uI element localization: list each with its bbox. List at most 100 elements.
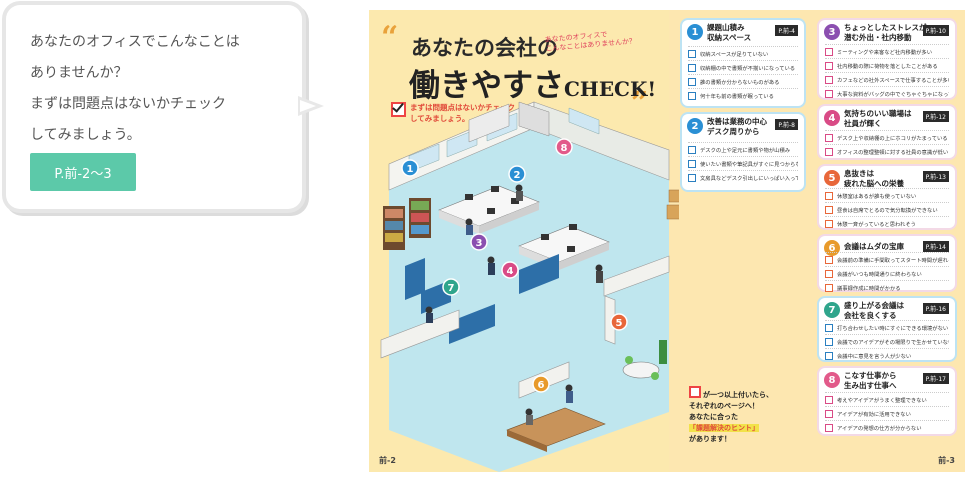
note-highlight: 「課題解決のヒント」 [689, 424, 759, 432]
checkbox-icon[interactable] [688, 173, 696, 182]
checkbox-icon[interactable] [825, 147, 833, 156]
card-4-item[interactable]: オフィスの整理整頓に対する社員の意識が低い [825, 144, 949, 158]
svg-text:4: 4 [507, 266, 514, 277]
card-3-head-2: 潜む外出・社内移動 [844, 33, 912, 42]
checkbox-icon[interactable] [688, 145, 696, 154]
card-6-item[interactable]: 会議前の準備に手間取ってスタート時間が遅れる [825, 252, 949, 266]
card-5-item[interactable]: 休憩室はあるが誰も使っていない [825, 188, 949, 202]
check-card-5: 5 息抜きは疲れた脳への栄養 P.前-13 休憩室はあるが誰も使っていない 昼食… [819, 166, 955, 228]
checkbox-icon[interactable] [825, 337, 833, 346]
check-callout: まずは問題点はないかチェック してみましょう。 [391, 102, 515, 124]
card-6-item[interactable]: 議事録作成に時間がかかる [825, 280, 949, 294]
checkbox-checked-icon [689, 386, 701, 398]
checkbox-icon[interactable] [825, 423, 833, 432]
checkbox-icon[interactable] [825, 255, 833, 264]
card-7-page-ref[interactable]: P.前-16 [922, 303, 949, 314]
checkbox-icon[interactable] [825, 133, 833, 142]
card-3-head-1: ちょっとしたストレスが [844, 23, 927, 32]
bubble-line-1: あなたのオフィスでこんなことは [30, 34, 240, 50]
card-5-item[interactable]: 休憩一斉がっていると思われそう [825, 216, 949, 230]
checkbox-icon[interactable] [825, 205, 833, 214]
bubble-text: あなたのオフィスでこんなことは ありませんか？ まずは問題点はないかチェック し… [30, 27, 290, 151]
checkbox-icon[interactable] [825, 269, 833, 278]
card-8-item[interactable]: アイデアが有効に活用できない [825, 406, 949, 420]
check-card-2: 2 改善は業務の中心デスク周りから P.前-8 デスクの上や足元に書類や物が山積… [682, 114, 804, 190]
card-3-item[interactable]: カフェなどの社外スペースで仕事することが多い [825, 72, 949, 86]
spread-title-line1: あなたの会社の [411, 35, 558, 60]
checkbox-icon[interactable] [825, 323, 833, 332]
checkbox-icon[interactable] [825, 61, 833, 70]
page-link-button[interactable]: P.前-2〜3 [30, 153, 136, 191]
card-8-page-ref[interactable]: P.前-17 [922, 373, 949, 384]
card-4-item[interactable]: デスク上や収納棚の上にホコリがたまっている [825, 130, 949, 144]
card-3-item[interactable]: ミーティングや来客など社内移動が多い [825, 44, 949, 58]
card-2-item[interactable]: デスクの上や足元に書類や物が山積み [688, 142, 798, 156]
marker-4: 4 [501, 261, 519, 279]
open-quote-icon: “ [381, 20, 399, 55]
checkbox-checked-icon [391, 102, 406, 117]
note-line4: があります！ [689, 435, 731, 443]
svg-text:7: 7 [448, 283, 455, 294]
close-quote-icon: ” [631, 86, 649, 121]
card-2-item[interactable]: 文房具などデスク引出しにいっぱい入っている [688, 170, 798, 184]
card-5-number: 5 [824, 170, 840, 186]
card-1-item[interactable]: 何十年も前の書類が眠っている [688, 88, 798, 102]
card-2-page-ref[interactable]: P.前-8 [775, 119, 798, 130]
check-card-1: 1 課題山積み収納スペース P.前-4 収納スペースが足りていない 収納棚の中で… [682, 20, 804, 106]
bubble-line-2: ありませんか？ [30, 65, 128, 81]
note-line2: それぞれのページへ！ [689, 402, 759, 410]
card-7-item[interactable]: 打ち合わせしたい時にすぐにできる環境がない [825, 320, 949, 334]
checkbox-icon[interactable] [825, 283, 833, 292]
checkbox-icon[interactable] [825, 395, 833, 404]
checkbox-icon[interactable] [688, 49, 696, 58]
checkbox-icon[interactable] [825, 351, 833, 360]
check-card-8: 8 こなす仕事から生み出す仕事へ P.前-17 考えやアイデアがうまく整理できな… [819, 368, 955, 434]
card-1-page-ref[interactable]: P.前-4 [775, 25, 798, 36]
card-6-page-ref[interactable]: P.前-14 [922, 241, 949, 252]
title-main: 働きやすさ [409, 68, 564, 104]
card-1-item[interactable]: 収納スペースが足りていない [688, 46, 798, 60]
brochure-spread[interactable]: “ ” あなたの会社の あなたのオフィスで こんなことはありませんか？ 働きやす… [369, 10, 965, 472]
card-7-item[interactable]: 会議中に意見を言う人が少ない [825, 348, 949, 362]
card-3-number: 3 [824, 24, 840, 40]
bottom-note: が一つ以上付いたら、 それぞれのページへ！ あなたに合った 「課題解決のヒント」… [689, 386, 805, 445]
card-1-item[interactable]: 収納棚の中で書類が不揃いになっている [688, 60, 798, 74]
checkbox-icon[interactable] [825, 89, 833, 98]
checkbox-icon[interactable] [688, 77, 696, 86]
card-1-number: 1 [687, 24, 703, 40]
marker-8: 8 [555, 138, 573, 156]
card-7-head-1: 盛り上がる会議は [844, 301, 904, 310]
card-2-head-1: 改善は業務の中心 [707, 117, 767, 126]
check-card-7: 7 盛り上がる会議は会社を良くする P.前-16 打ち合わせしたい時にすぐにでき… [819, 298, 955, 360]
checkbox-icon[interactable] [688, 159, 696, 168]
card-4-head-2: 社員が輝く [844, 119, 882, 128]
checkbox-icon[interactable] [825, 219, 833, 228]
card-7-head-2: 会社を良くする [844, 311, 897, 320]
checkbox-icon[interactable] [825, 409, 833, 418]
card-3-item[interactable]: 大事な資料がバッグの中でぐちゃぐちゃになってしまう [825, 86, 949, 100]
card-2-number: 2 [687, 118, 703, 134]
svg-text:8: 8 [561, 143, 568, 154]
card-8-number: 8 [824, 372, 840, 388]
card-8-item[interactable]: アイデアの発想の仕方が分からない [825, 420, 949, 434]
desk-island-1 [438, 185, 540, 234]
card-3-item[interactable]: 社内移動の際に荷物を落としたことがある [825, 58, 949, 72]
card-8-item[interactable]: 考えやアイデアがうまく整理できない [825, 392, 949, 406]
card-5-item[interactable]: 昼食は自席でとるので気分転換ができない [825, 202, 949, 216]
checkbox-icon[interactable] [688, 63, 696, 72]
card-3-page-ref[interactable]: P.前-10 [922, 25, 949, 36]
card-5-page-ref[interactable]: P.前-13 [922, 171, 949, 182]
checkbox-icon[interactable] [688, 91, 696, 100]
checkbox-icon[interactable] [825, 75, 833, 84]
card-4-page-ref[interactable]: P.前-12 [922, 111, 949, 122]
card-7-item[interactable]: 会議でのアイデアがその場限りで生かせていない [825, 334, 949, 348]
svg-text:6: 6 [538, 380, 545, 391]
card-2-item[interactable]: 使いたい書類や筆記具がすぐに見つからない [688, 156, 798, 170]
bookshelves [383, 198, 431, 250]
checkbox-icon[interactable] [825, 191, 833, 200]
card-1-head-2: 収納スペース [707, 33, 752, 42]
card-6-item[interactable]: 会議がいつも時間通りに終わらない [825, 266, 949, 280]
checkbox-icon[interactable] [825, 47, 833, 56]
check-card-3: 3 ちょっとしたストレスが潜む外出・社内移動 P.前-10 ミーティングや来客な… [819, 20, 955, 98]
card-1-item[interactable]: 誰の書類か分からないものがある [688, 74, 798, 88]
